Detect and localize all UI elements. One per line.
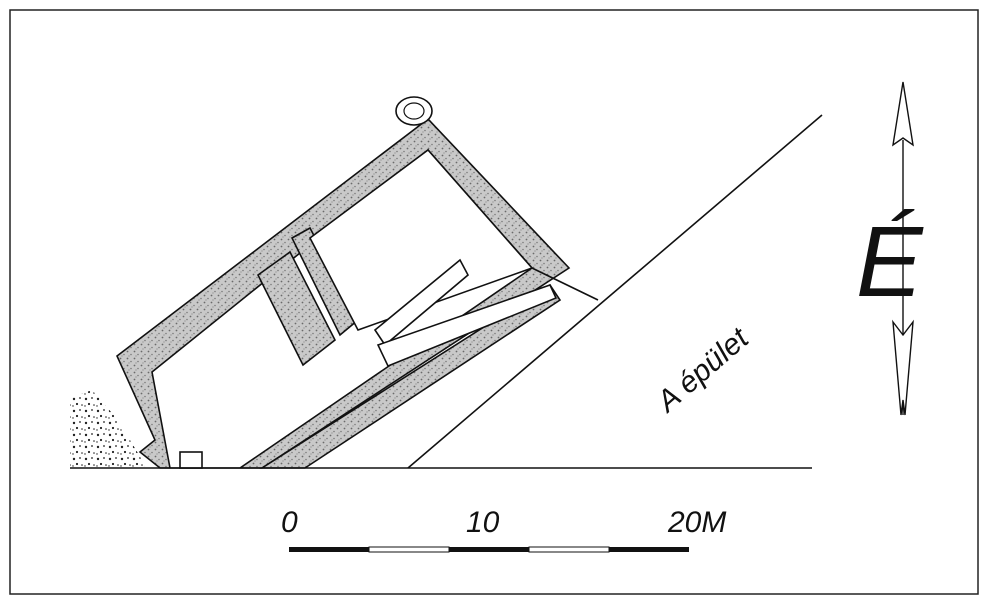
north-arrow <box>892 81 914 416</box>
scale-tick-10: 10 <box>466 506 500 539</box>
outer-courtyard-edge <box>531 267 599 301</box>
building-plan <box>116 96 571 469</box>
scale-bar-segment-4 <box>528 546 610 553</box>
scale-bar-segment-3 <box>449 547 529 552</box>
scale-tick-20m: 20M <box>667 506 726 539</box>
scale-bar-segment-1 <box>289 547 369 552</box>
site-lines <box>70 114 823 469</box>
interior-wall-1 <box>256 250 337 367</box>
building-label: A épület <box>649 321 756 420</box>
entrance-block <box>179 451 203 469</box>
north-arrow-tail <box>892 319 914 416</box>
scale-bar-segment-5 <box>609 547 689 552</box>
adjacent-building-edge <box>407 114 823 469</box>
inner-rectangle <box>373 258 470 347</box>
scale-tick-0: 0 <box>281 506 298 539</box>
scale-bar: 0 10 20M <box>281 506 726 553</box>
corner-tower <box>395 96 433 126</box>
scale-bar-segment-2 <box>368 546 450 553</box>
corner-tower-inner <box>403 102 425 120</box>
north-arrow-head <box>892 81 914 147</box>
rubble-area <box>70 390 145 468</box>
figure-frame <box>9 9 979 595</box>
north-letter: É <box>856 206 924 318</box>
inner-slot <box>376 284 558 368</box>
